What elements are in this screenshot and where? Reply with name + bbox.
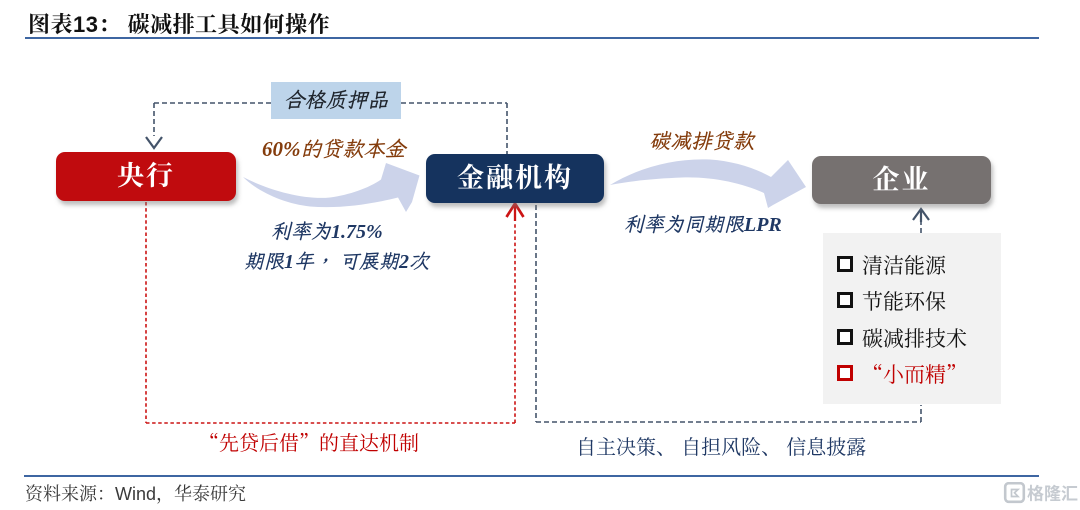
svg-text:格隆汇: 格隆汇	[1027, 485, 1078, 504]
